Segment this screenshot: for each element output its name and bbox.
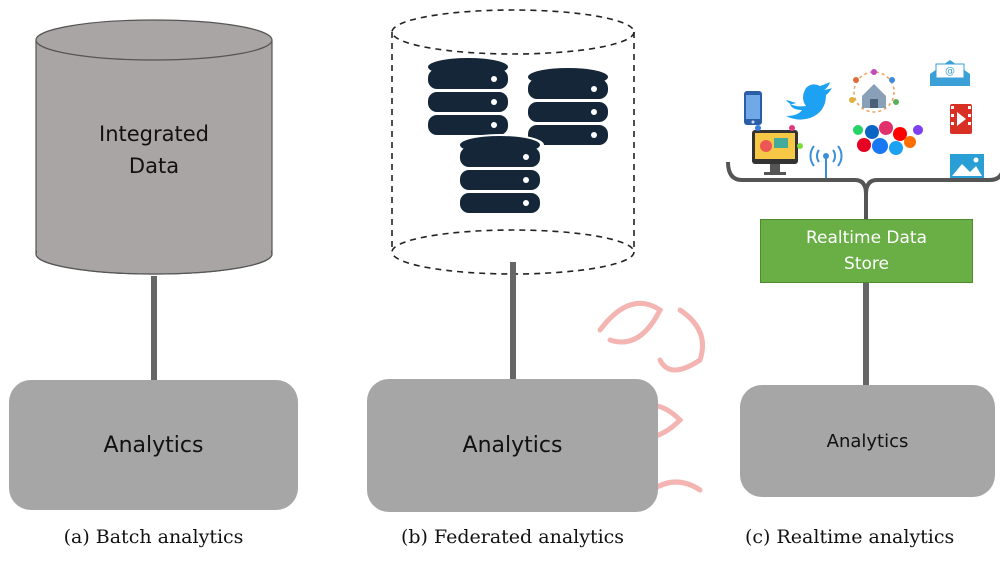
image-icon (950, 154, 984, 178)
database-icon (428, 58, 508, 135)
iot-house-icon (849, 69, 899, 113)
integrated-data-label-line1: Integrated (99, 122, 209, 146)
integrated-data-label: Integrated Data (36, 118, 272, 182)
ecommerce-monitor-icon (752, 125, 803, 175)
email-at-glyph: @ (945, 66, 955, 77)
phone-icon (744, 91, 762, 125)
realtime-store-label-line1: Realtime Data (805, 228, 928, 248)
integrated-data-label-line2: Data (128, 154, 180, 178)
federated-analytics-box: Analytics (367, 379, 658, 512)
twitter-icon (786, 82, 832, 120)
realtime-analytics-box: Analytics (740, 385, 995, 497)
realtime-data-store-box: Realtime Data Store (760, 219, 973, 283)
email-icon (930, 60, 970, 86)
realtime-analytics-label: Analytics (826, 430, 909, 452)
video-icon (950, 104, 972, 134)
federated-analytics-label: Analytics (462, 433, 563, 458)
integrated-data-cylinder (35, 19, 273, 275)
social-media-icon (853, 121, 923, 155)
database-icon (528, 68, 608, 145)
batch-analytics-box: Analytics (9, 380, 298, 510)
batch-caption: (a) Batch analytics (63, 526, 244, 548)
database-icon (456, 134, 544, 213)
batch-analytics-label: Analytics (103, 432, 204, 458)
wireless-antenna-icon (809, 145, 843, 178)
realtime-store-label-line2: Store (844, 254, 889, 274)
realtime-caption: (c) Realtime analytics (745, 526, 955, 548)
federated-caption: (b) Federated analytics (400, 526, 625, 548)
